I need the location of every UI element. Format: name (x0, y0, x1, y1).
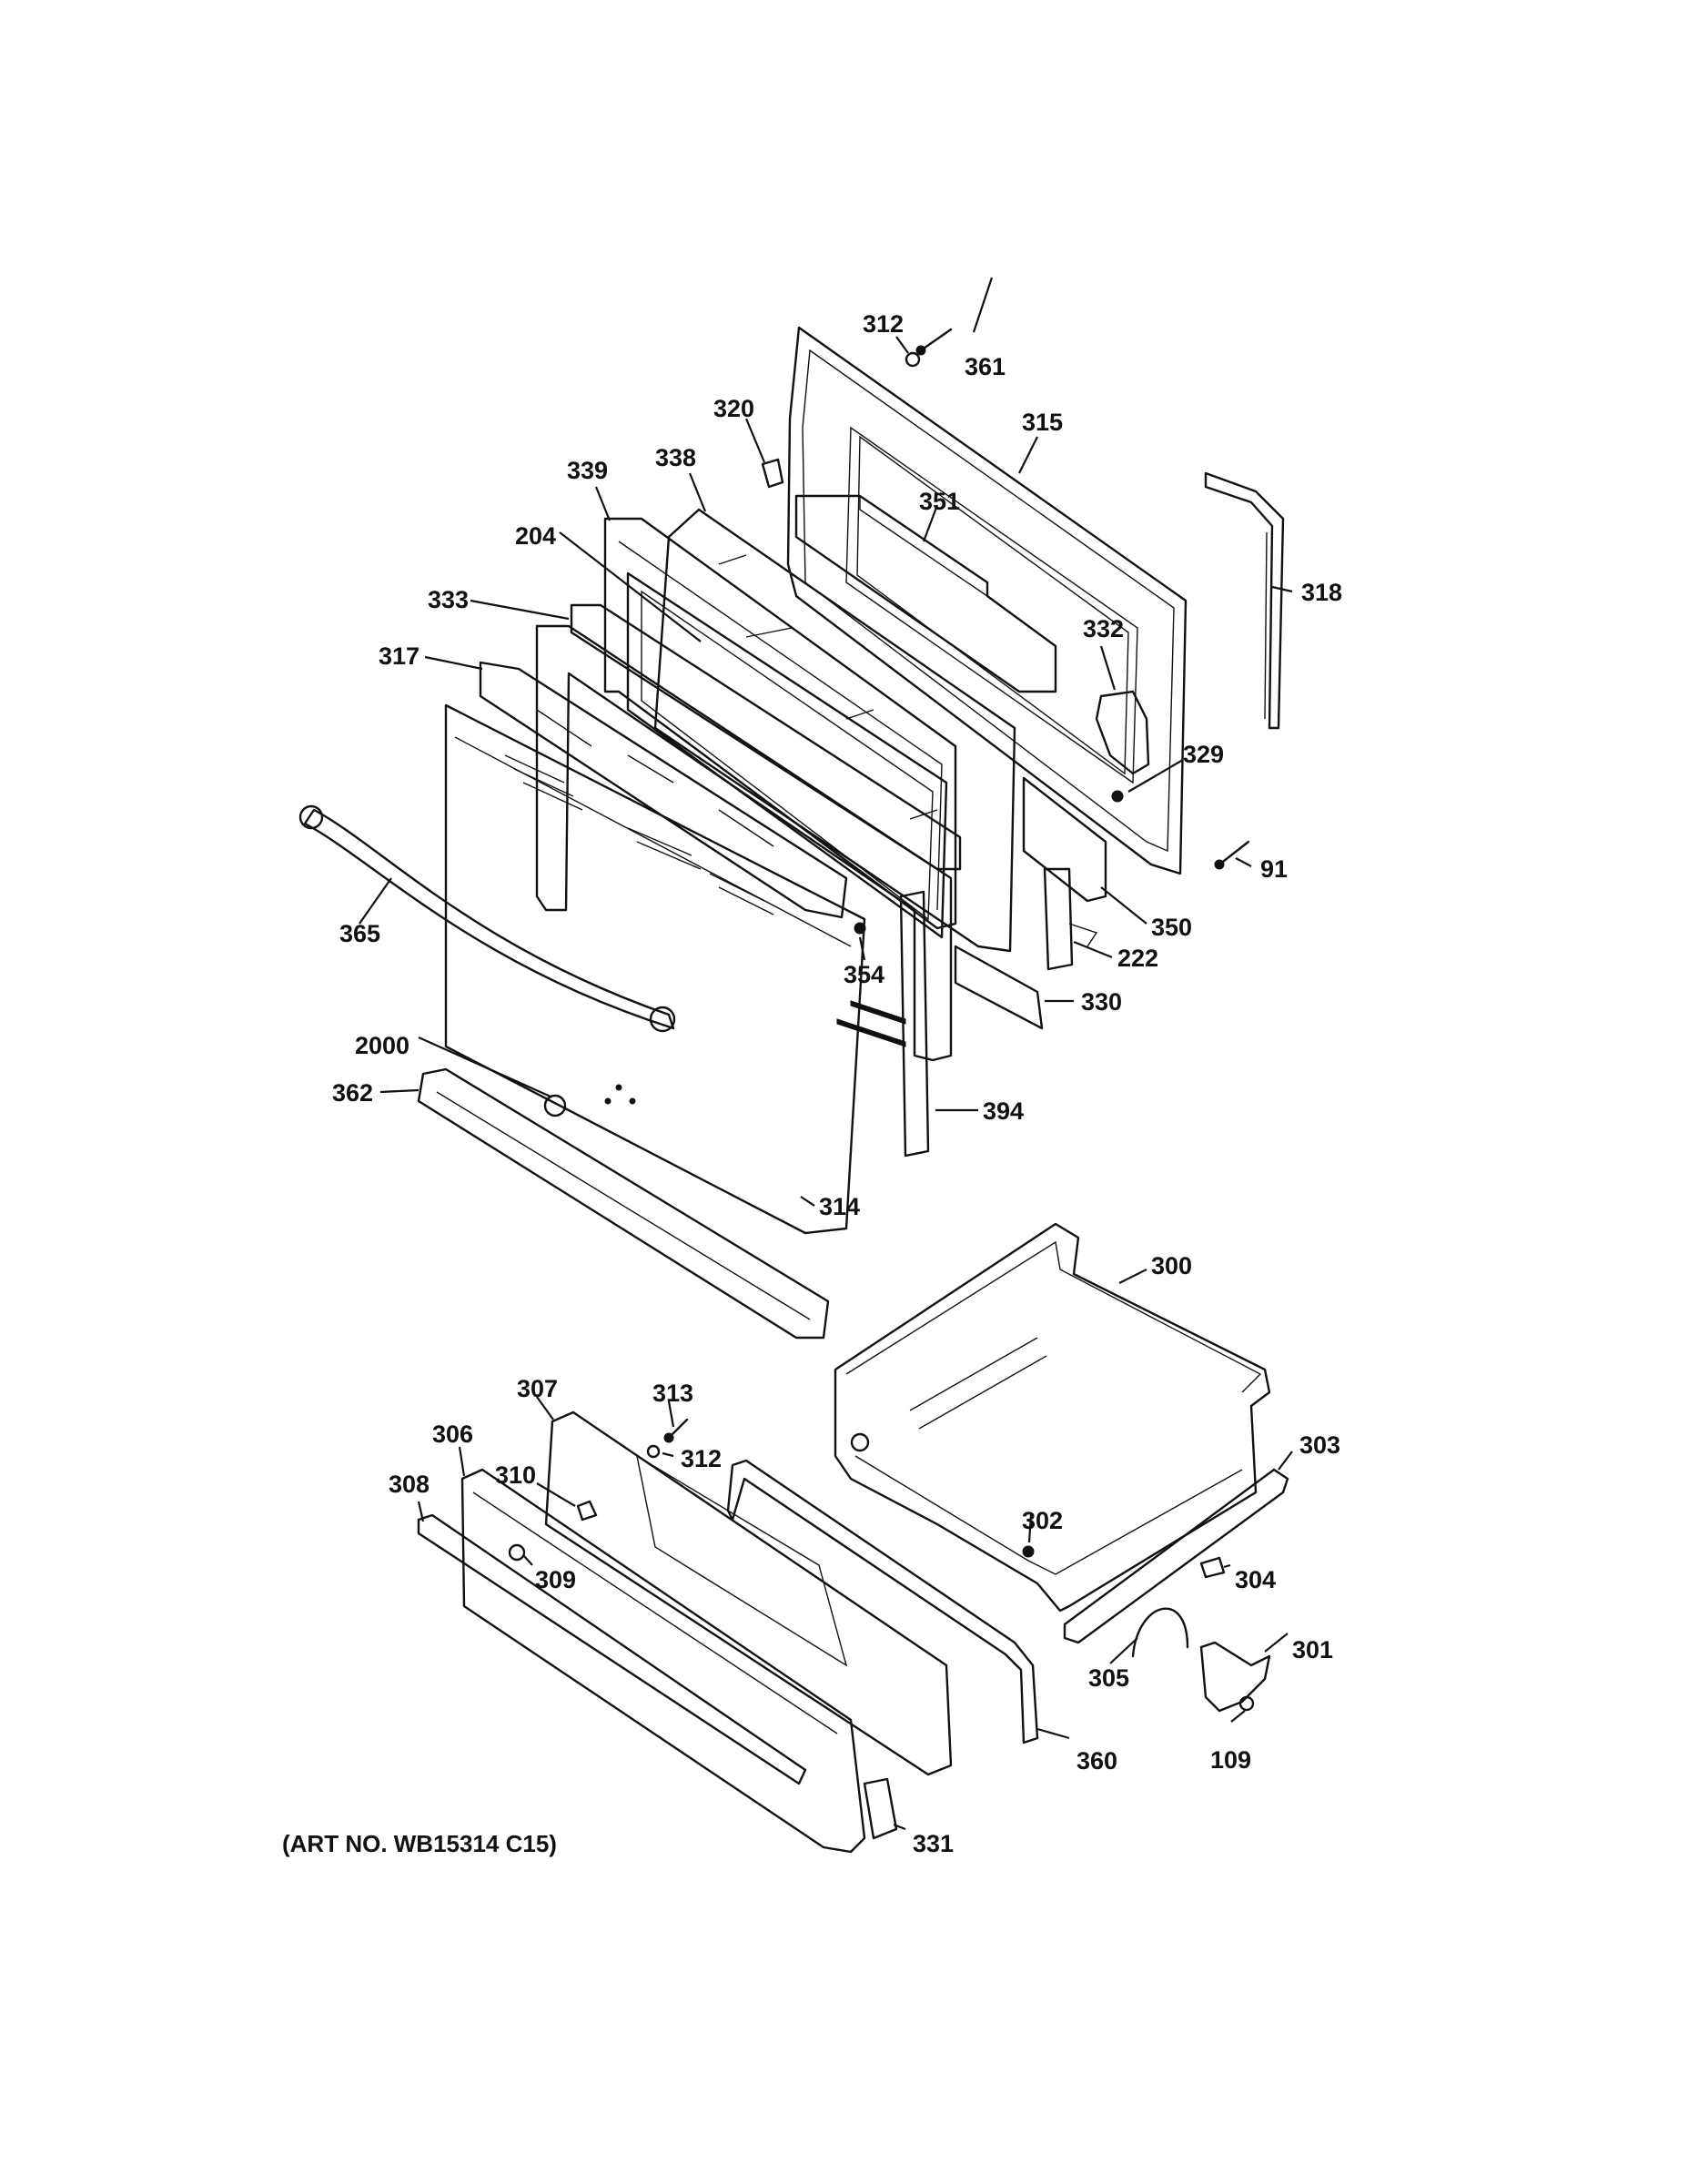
callout-310: 310 (495, 1461, 536, 1489)
part-303-rail (1063, 1468, 1289, 1644)
callout-304: 304 (1235, 1566, 1276, 1593)
callout-330: 330 (1081, 988, 1122, 1016)
part-310-clip (576, 1500, 598, 1522)
part-315-door-liner (786, 326, 1188, 875)
callout-302: 302 (1022, 1507, 1063, 1534)
part-312-nut-lower (646, 1444, 661, 1459)
part-306-drawer-front (460, 1468, 866, 1854)
part-360-gasket (726, 1459, 1039, 1744)
callout-109: 109 (1210, 1746, 1251, 1774)
callout-331: 331 (913, 1830, 954, 1857)
part-312-nut-top (905, 351, 921, 368)
callout-305: 305 (1088, 1664, 1129, 1692)
callout-338: 338 (655, 444, 696, 471)
leader-lines (359, 277, 1293, 1831)
part-339-glass-frame (603, 517, 957, 930)
callout-2000: 2000 (355, 1032, 409, 1059)
art-number: (ART NO. WB15314 C15) (282, 1830, 557, 1857)
part-304-clip (1199, 1556, 1226, 1579)
callout-300: 300 (1151, 1252, 1192, 1279)
part-333-insulation (570, 603, 962, 871)
callout-314: 314 (819, 1193, 860, 1220)
drawer-assembly (417, 1222, 1289, 1854)
part-204-inner-glass (626, 571, 948, 939)
callout-350: 350 (1151, 914, 1192, 941)
callout-394: 394 (983, 1097, 1024, 1125)
callout-332: 332 (1083, 615, 1124, 642)
callout-312-lower: 312 (681, 1445, 722, 1472)
part-317-bracket (479, 661, 848, 919)
part-338-outer-glass (653, 508, 1016, 953)
part-222-hinge (1043, 867, 1098, 971)
part-318-side-trim (1204, 471, 1285, 730)
callout-320: 320 (713, 395, 754, 422)
part-320-clip (761, 458, 784, 489)
callout-351: 351 (919, 488, 960, 515)
callout-307: 307 (517, 1375, 558, 1402)
callout-365: 365 (339, 920, 380, 947)
part-361-screw (915, 328, 953, 356)
part-309-screw (508, 1543, 526, 1562)
callout-308: 308 (389, 1471, 430, 1498)
callout-312-top: 312 (863, 310, 904, 338)
part-330-strip (954, 945, 1044, 1030)
part-394-side-strip (899, 890, 930, 1158)
callout-222: 222 (1117, 945, 1158, 972)
part-314-outer-door (444, 703, 866, 1235)
callout-360: 360 (1076, 1747, 1117, 1774)
part-329-screw (1111, 790, 1124, 803)
part-305-spring (1131, 1607, 1189, 1658)
part-354-screw (854, 922, 866, 935)
callout-333: 333 (428, 586, 469, 613)
callout-301: 301 (1292, 1636, 1333, 1663)
part-331-bracket (863, 1777, 898, 1840)
part-302-screw (1022, 1545, 1035, 1558)
callout-354: 354 (844, 961, 884, 988)
callout-339: 339 (567, 457, 608, 484)
part-350-insulation (1022, 776, 1107, 903)
part-307-liner (544, 1410, 953, 1776)
oven-door-assembly (298, 326, 1285, 1340)
callout-309: 309 (535, 1566, 576, 1593)
callout-303: 303 (1299, 1431, 1340, 1459)
part-2000-badge (543, 1094, 567, 1117)
callout-318: 318 (1301, 579, 1342, 606)
callout-306: 306 (432, 1421, 473, 1448)
callout-313: 313 (652, 1380, 693, 1407)
callout-91: 91 (1260, 855, 1288, 883)
callout-315: 315 (1022, 409, 1063, 436)
part-313-screw (663, 1418, 689, 1443)
part-365-handle (298, 804, 676, 1033)
callout-361: 361 (965, 353, 1006, 380)
part-91-screw (1214, 840, 1250, 870)
part-332-bracket (1095, 690, 1150, 775)
part-362-vent-trim (417, 1067, 830, 1340)
callout-317: 317 (379, 642, 419, 670)
part-109-screw (1238, 1695, 1255, 1712)
callout-362: 362 (332, 1079, 373, 1107)
part-300-drawer-body (834, 1222, 1271, 1613)
callout-329: 329 (1183, 741, 1224, 768)
callout-labels: 312 361 320 315 339 338 351 204 318 333 … (282, 310, 1342, 1857)
part-351-insulation (794, 494, 1057, 693)
part-door-inner-frame (535, 624, 953, 1062)
part-308-trim (417, 1513, 807, 1785)
callout-204: 204 (515, 522, 556, 550)
part-301-bracket (1199, 1641, 1271, 1713)
